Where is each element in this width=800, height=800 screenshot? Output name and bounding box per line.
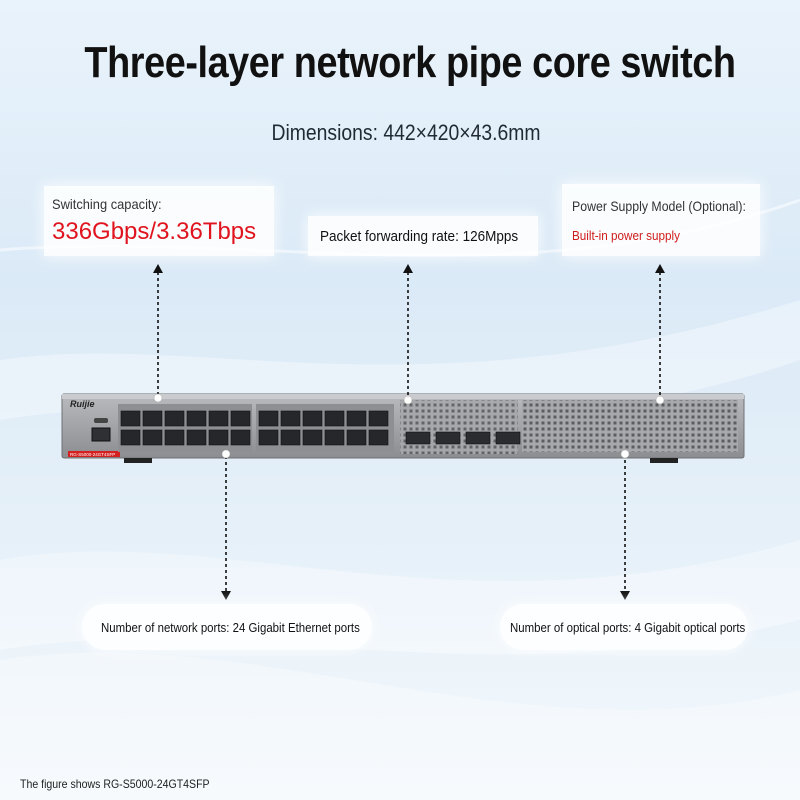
power-supply-value: Built-in power supply <box>572 228 680 243</box>
optical-ports-text: Number of optical ports: 4 Gigabit optic… <box>510 620 746 635</box>
page-title: Three-layer network pipe core switch <box>84 38 736 87</box>
model-tag <box>68 451 120 457</box>
brand-logo: Ruijie <box>70 399 95 409</box>
packet-forwarding-text: Packet forwarding rate: 126Mpps <box>320 228 519 245</box>
switching-capacity-callout: Switching capacity: 336Gbps/3.36Tbps <box>44 186 274 256</box>
switching-capacity-value: 336Gbps/3.36Tbps <box>52 218 257 245</box>
ethernet-port-group-2 <box>256 404 394 452</box>
packet-forwarding-callout: Packet forwarding rate: 126Mpps <box>308 216 538 256</box>
optical-ports-callout: Number of optical ports: 4 Gigabit optic… <box>500 604 748 650</box>
network-ports-text: Number of network ports: 24 Gigabit Ethe… <box>101 620 360 635</box>
ethernet-port-group-1 <box>118 404 252 452</box>
svg-text:RG-S5000-24GT4SFP: RG-S5000-24GT4SFP <box>70 452 115 457</box>
vent-grid <box>522 400 738 452</box>
dimensions-text: Dimensions: 442×420×43.6mm <box>271 120 541 145</box>
console-port <box>91 427 111 442</box>
figure-footnote: The figure shows RG-S5000-24GT4SFP <box>20 777 210 791</box>
switching-capacity-label: Switching capacity: <box>52 196 162 212</box>
power-supply-label: Power Supply Model (Optional): <box>572 198 746 214</box>
network-ports-callout: Number of network ports: 24 Gigabit Ethe… <box>82 604 372 650</box>
power-supply-callout: Power Supply Model (Optional): Built-in … <box>562 184 760 256</box>
sfp-port-group <box>400 400 521 454</box>
